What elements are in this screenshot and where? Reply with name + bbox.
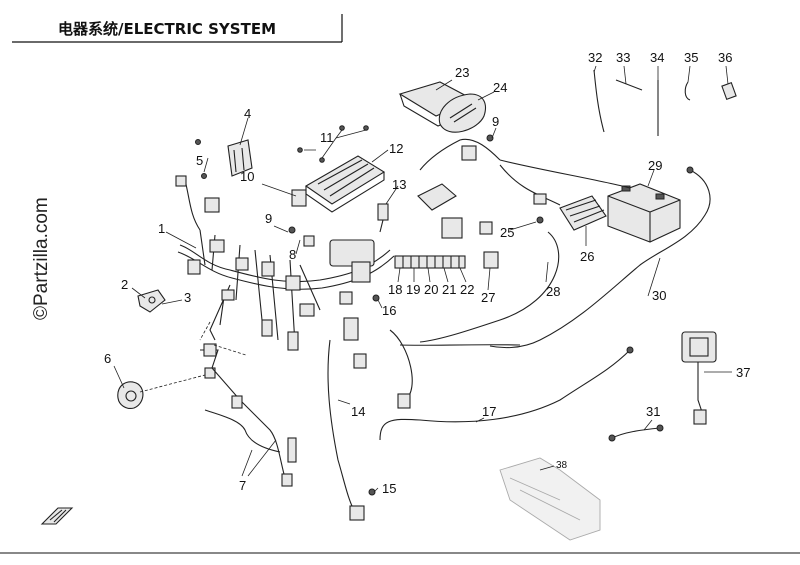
part-29-battery xyxy=(499,159,681,243)
callout-26: 26 xyxy=(580,249,594,264)
page-title: 电器系统/ELECTRIC SYSTEM xyxy=(58,20,276,38)
callout-9-right: 9 xyxy=(492,114,499,129)
callout-37: 37 xyxy=(736,365,750,380)
part-26-regulator xyxy=(499,164,607,231)
callout-30: 30 xyxy=(652,288,666,303)
part-31-cable xyxy=(608,424,664,442)
callout-18: 18 xyxy=(388,282,402,297)
part-37-module xyxy=(681,331,717,425)
fuse-relay-block xyxy=(417,138,501,269)
part-33-strap xyxy=(615,79,643,91)
callout-1: 1 xyxy=(158,221,165,236)
callout-11: 11 xyxy=(320,130,334,145)
callout-32: 32 xyxy=(588,50,602,65)
watermark: ©Partzilla.com xyxy=(31,197,52,320)
part-30-battery-cable xyxy=(489,169,711,349)
callout-33: 33 xyxy=(616,50,630,65)
callout-24: 24 xyxy=(493,80,507,95)
part-24-cover xyxy=(438,93,487,133)
part-10-sensor xyxy=(291,189,307,207)
callout-21: 21 xyxy=(442,282,456,297)
callout-16: 16 xyxy=(382,303,396,318)
callout-3: 3 xyxy=(184,290,191,305)
part-38-frame xyxy=(499,457,601,541)
part-4-relay xyxy=(227,139,253,177)
callout-10: 10 xyxy=(240,169,254,184)
callout-22: 22 xyxy=(460,282,474,297)
callout-labels: 1 2 3 4 5 6 7 8 9 9 10 11 12 13 14 15 16… xyxy=(104,50,750,496)
part-6-horn xyxy=(117,367,216,409)
title-block: 电器系统/ELECTRIC SYSTEM xyxy=(12,14,343,43)
parts-18-22-fuses xyxy=(394,255,466,269)
callout-17: 17 xyxy=(482,404,496,419)
callout-34: 34 xyxy=(650,50,664,65)
callout-31: 31 xyxy=(646,404,660,419)
callout-23: 23 xyxy=(455,65,469,80)
callout-25: 25 xyxy=(500,225,514,240)
callout-14: 14 xyxy=(351,404,365,419)
part-35-clip xyxy=(684,81,691,101)
part-25-screw xyxy=(536,216,544,224)
part-36-connector xyxy=(721,82,737,100)
part-8-connector xyxy=(303,235,315,247)
part-11-screws xyxy=(297,125,369,163)
part-17-wire xyxy=(379,329,634,441)
callout-12: 12 xyxy=(389,141,403,156)
callout-20: 20 xyxy=(424,282,438,297)
part-15-screw xyxy=(368,488,376,496)
main-wiring-harness xyxy=(175,175,395,351)
part-16-clip xyxy=(372,294,380,302)
callout-29: 29 xyxy=(648,158,662,173)
callout-28: 28 xyxy=(546,284,560,299)
part-5-screws xyxy=(195,139,207,179)
callout-2: 2 xyxy=(121,277,128,292)
part-9-screw-left xyxy=(288,226,296,234)
part-14-harness-lead xyxy=(327,317,367,521)
callout-8: 8 xyxy=(289,247,296,262)
callout-6: 6 xyxy=(104,351,111,366)
callout-27: 27 xyxy=(481,290,495,305)
callout-7: 7 xyxy=(239,478,246,493)
leader-lines xyxy=(113,65,732,493)
callout-5: 5 xyxy=(196,153,203,168)
callout-36: 36 xyxy=(718,50,732,65)
callout-35: 35 xyxy=(684,50,698,65)
brand-logo xyxy=(40,507,74,525)
part-30-terminal xyxy=(686,166,694,174)
callout-13: 13 xyxy=(392,177,406,192)
part-32-tie xyxy=(593,69,605,133)
callout-38: 38 xyxy=(556,460,568,471)
part-13-sensor xyxy=(377,203,389,233)
callout-4: 4 xyxy=(244,106,251,121)
part-12-ecu xyxy=(304,155,386,213)
part-2-bracket xyxy=(137,289,166,313)
callout-19: 19 xyxy=(406,282,420,297)
part-28-wire xyxy=(419,231,560,343)
callout-15: 15 xyxy=(382,481,396,496)
part-9-screw-right xyxy=(486,134,494,142)
callout-9-left: 9 xyxy=(265,211,272,226)
